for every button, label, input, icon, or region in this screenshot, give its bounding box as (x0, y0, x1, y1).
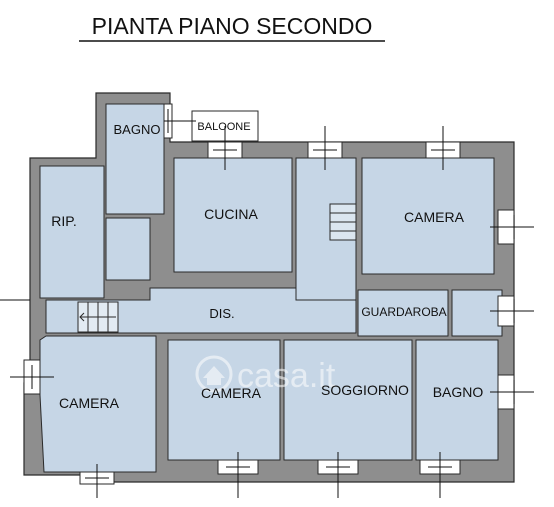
room-camera-ne (361, 157, 495, 275)
label-bagno-se: BAGNO (433, 384, 484, 400)
label-camera-ne: CAMERA (404, 209, 465, 225)
label-baloone: BALOONE (197, 121, 250, 133)
watermark-logo-icon (195, 355, 233, 393)
label-rip: RIP. (51, 213, 76, 229)
label-guardaroba: GUARDAROBA (361, 305, 446, 319)
room-bagno-top (105, 103, 165, 215)
room-dis (45, 287, 357, 334)
staircase-west (77, 301, 119, 333)
watermark: casa.it (195, 355, 336, 395)
staircase-hall (329, 203, 357, 241)
window-markers (0, 109, 534, 498)
plan-title: PIANTA PIANO SECONDO (92, 13, 373, 39)
room-camera-sw (39, 335, 157, 473)
room-guardaroba (357, 289, 449, 337)
watermark-text: casa.it (237, 357, 336, 395)
label-camera-sw: CAMERA (59, 395, 120, 411)
label-soggiorno: SOGGIORNO (321, 382, 409, 398)
label-bagno-top: BAGNO (114, 122, 161, 137)
label-camera-s: CAMERA (201, 385, 262, 401)
room-closet-east (451, 289, 503, 337)
room-soggiorno (283, 339, 413, 461)
room-cucina (173, 157, 293, 273)
label-cucina: CUCINA (204, 206, 258, 222)
label-dis: DIS. (209, 306, 234, 321)
room-bagno-se (415, 339, 499, 461)
room-closet-small (105, 217, 151, 281)
watermark-house-icon (203, 366, 225, 385)
room-rip (39, 165, 105, 299)
